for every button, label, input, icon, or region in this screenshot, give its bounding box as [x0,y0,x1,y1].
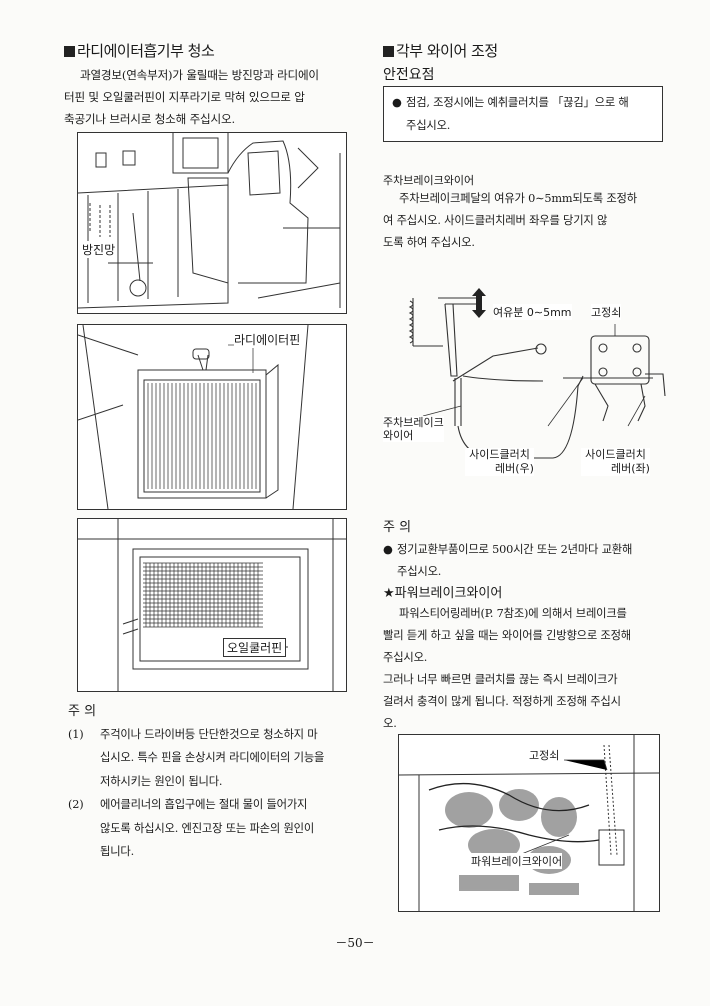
power-brake-wire-label: 파워브레이크와이어 [471,853,563,869]
dust-screen-label: 방진망 [82,241,116,258]
left-notice-list: (1) 주걱이나 드라이버등 단단한것으로 청소하지 마 십시오. 특수 핀을 … [68,723,358,863]
oil-cooler-fin-drawing [78,519,346,691]
lock-nut-label: 고정쇠 [591,304,622,320]
left-notice-title: 주 의 [68,704,97,719]
radiator-fin-label: 라디에이터핀 [234,331,301,348]
power-brake-paragraph: 파워스티어링레버(P. 7참조)에 의해서 브레이크를 빨리 듣게 하고 싶을 … [383,607,631,730]
square-bullet-icon [64,46,75,57]
right-notice-text: ● 정기교환부품이므로 500시간 또는 2년마다 교환해 주십시오. [383,543,633,578]
notice-item-2: (2) 에어클리너의 흡입구에는 절대 물이 들어가지 않도록 하십시오. 엔진… [68,798,315,859]
left-section-title: 라디에이터흡기부 청소 [64,40,215,61]
parking-brake-drawing [408,288,666,459]
radiator-fin-figure: 라디에이터핀 [77,324,347,510]
parking-brake-title: 주차브레이크와이어 [383,174,475,187]
safety-box: ● 점검, 조정시에는 예취클러치를 「끊김」으로 해 주십시오. [383,86,663,142]
dust-screen-figure: 방진망 [77,132,347,314]
left-intro-paragraph: 과열경보(연속부저)가 울릴때는 방진망과 라디에이 터핀 및 오일쿨러핀이 지… [64,68,319,126]
radiator-fin-drawing [78,325,309,509]
side-clutch-left-label: 사이드클러치 레버(좌) [581,448,650,476]
parking-brake-diagram: 여유분 0∼5mm 고정쇠 주차브레이크 와이어 사이드클러치 레버(우) 사이… [383,286,673,486]
play-range-label: 여유분 0∼5mm [493,304,572,320]
photo-lock-nut-label: 고정쇠 [529,747,560,763]
safety-title: 안전요점 [383,67,435,83]
power-brake-title: ★파워브레이크와이어 [383,586,503,601]
oil-cooler-fin-figure: 오일쿨러핀 [77,518,347,692]
side-clutch-right-label: 사이드클러치 레버(우) [465,448,534,476]
parking-brake-paragraph: 주차브레이크페달의 여유가 0∼5mm되도록 조정하 여 주십시오. 사이드클러… [383,192,637,249]
square-bullet-icon [383,46,394,57]
oil-cooler-fin-label: 오일쿨러핀 [223,638,287,657]
page-number: －50－ [335,936,375,950]
power-brake-photo: 고정쇠 파워브레이크와이어 [398,734,660,912]
right-notice-title: 주 의 [383,520,412,535]
safety-text: ● 점검, 조정시에는 예취클러치를 「끊김」으로 해 주십시오. [392,96,629,132]
dust-screen-drawing [78,133,341,309]
notice-item-1: (1) 주걱이나 드라이버등 단단한것으로 청소하지 마 십시오. 특수 핀을 … [68,728,325,788]
right-section-title: 각부 와이어 조정 [383,40,498,61]
parking-brake-wire-label: 주차브레이크 와이어 [383,416,444,442]
